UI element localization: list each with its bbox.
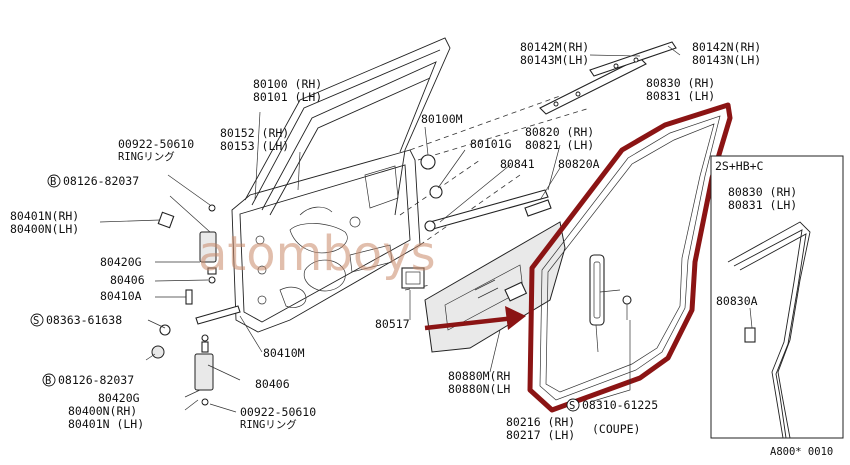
svg-text:B: B — [45, 375, 51, 387]
label-80841: 80841 — [500, 157, 535, 171]
label-08310: 08310-61225 — [582, 398, 658, 412]
label-80143m: 80143M(LH) — [520, 53, 589, 67]
label-80880n: 80880N(LH — [448, 382, 510, 396]
label-80821: 80821 (LH) — [525, 138, 594, 152]
label-80830-inset: 80830 (RH) — [728, 185, 797, 199]
label-80820: 80820 (RH) — [525, 125, 594, 139]
label-80100m: 80100M — [421, 112, 463, 126]
watermark-text: atomboys — [198, 226, 436, 282]
left-leader-lines — [99, 45, 681, 413]
label-80831-inset: 80831 (LH) — [728, 198, 797, 212]
label-08363: 08363-61638 — [46, 313, 122, 327]
label-08126-lower: 08126-82037 — [58, 373, 134, 387]
label-80880m: 80880M(RH — [448, 369, 510, 383]
label-80406-upper: 80406 — [110, 273, 145, 287]
bolt-marker-s-lower: S — [566, 398, 580, 412]
part-number-labels: 80100 (RH) 80101 (LH) 80152 (RH) 80153 (… — [10, 40, 833, 458]
coupe-inset-box — [710, 155, 844, 439]
label-08126-upper: 08126-82037 — [63, 174, 139, 188]
inset-title: 2S+HB+C — [715, 159, 764, 173]
label-80142n: 80142N(RH) — [692, 40, 761, 54]
diagram-code: A800* 0010 — [770, 446, 833, 458]
label-80101: 80101 (LH) — [253, 90, 322, 104]
label-ring-upper: RINGリング — [118, 150, 175, 163]
label-80517: 80517 — [375, 317, 410, 331]
svg-text:S: S — [33, 315, 39, 327]
label-80152: 80152 (RH) — [220, 126, 289, 140]
red-pointer-arrow — [424, 306, 526, 331]
label-80420g-lower: 80420G — [98, 391, 140, 405]
label-80410m: 80410M — [263, 346, 305, 360]
clips-grommets — [420, 154, 443, 232]
label-80216: 80216 (RH) — [506, 415, 575, 429]
trim-strips — [429, 41, 677, 230]
label-80217: 80217 (LH) — [506, 428, 575, 442]
label-80100: 80100 (RH) — [253, 77, 322, 91]
label-80401n-rh: 80401N(RH) — [10, 209, 79, 223]
label-80830-main: 80830 (RH) — [646, 76, 715, 90]
label-80401n-lh: 80401N (LH) — [68, 417, 144, 431]
label-ring-lower: RINGリング — [240, 418, 297, 431]
svg-text:B: B — [50, 176, 56, 188]
label-80142m: 80142M(RH) — [520, 40, 589, 54]
bolt-marker-b-lower: B — [42, 373, 56, 387]
bolt-marker-s: S — [30, 313, 44, 327]
label-80101g: 80101G — [470, 137, 512, 151]
label-00922-upper: 00922-50610 — [118, 137, 194, 151]
hinge-hardware — [151, 204, 241, 406]
label-80820a: 80820A — [558, 157, 600, 171]
inner-trim-panel — [401, 221, 566, 353]
label-80420g-upper: 80420G — [100, 255, 142, 269]
glass-run-channel — [589, 254, 632, 403]
label-80830a: 80830A — [716, 294, 758, 308]
weatherstrip-highlight — [527, 102, 733, 413]
label-80153: 80153 (LH) — [220, 139, 289, 153]
label-80406-lower: 80406 — [255, 377, 290, 391]
label-00922-lower: 00922-50610 — [240, 405, 316, 419]
bolt-marker-b-upper: B — [47, 174, 61, 188]
label-coupe-note: (COUPE) — [592, 422, 640, 436]
label-80410a: 80410A — [100, 289, 142, 303]
label-80400n-lh: 80400N(LH) — [10, 222, 79, 236]
label-80831-main: 80831 (LH) — [646, 89, 715, 103]
label-80400n-rh: 80400N(RH) — [68, 404, 137, 418]
label-80143n: 80143N(LH) — [692, 53, 761, 67]
svg-text:S: S — [569, 400, 575, 412]
